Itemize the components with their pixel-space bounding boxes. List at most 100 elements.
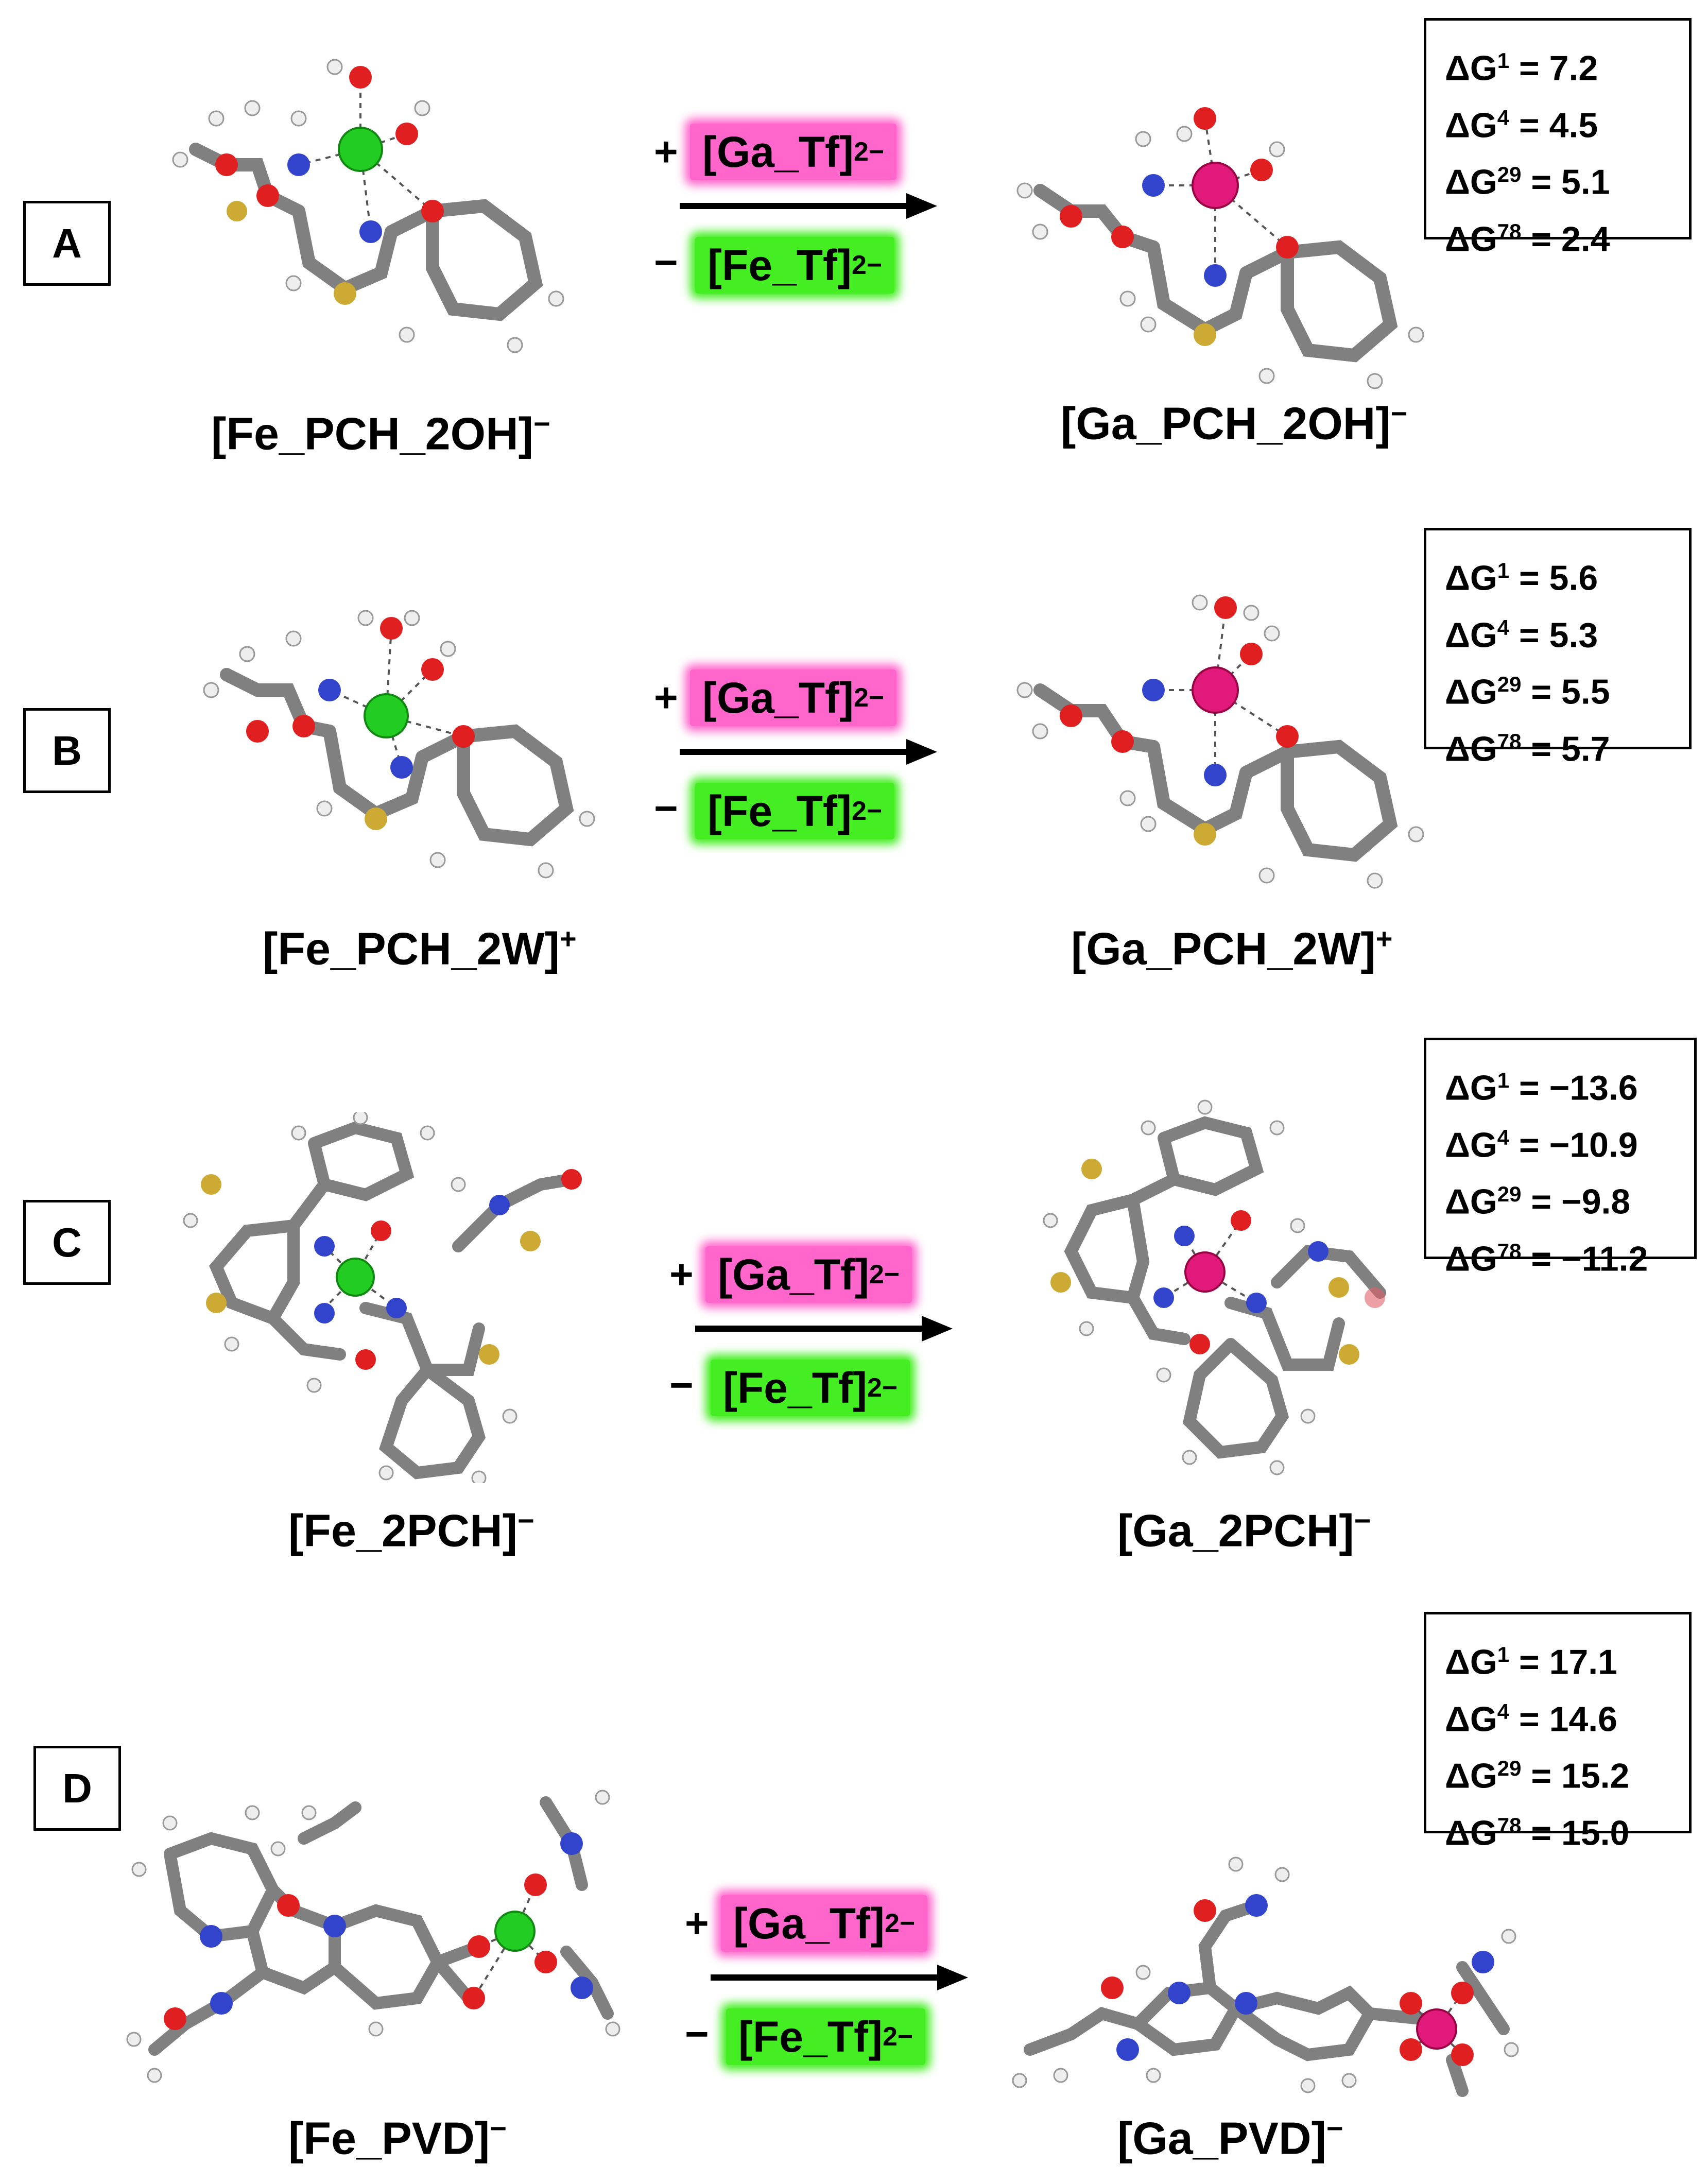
dg-symbol: ΔG — [1445, 1125, 1497, 1165]
right-arrow-icon — [695, 1316, 953, 1342]
charge: + — [559, 922, 577, 955]
ga-transferrin-box: [Ga_Tf]2− — [690, 669, 897, 726]
label-text: [Fe_2PCH] — [288, 1505, 517, 1556]
dg-sup: 78 — [1497, 729, 1522, 753]
label-text: [Fe_PVD] — [288, 2112, 490, 2164]
panel-a: A — [0, 0, 1708, 515]
energy-line-1: ΔG1 = 7.2 — [1445, 36, 1670, 93]
energy-line-4: ΔG78 = 15.0 — [1445, 1801, 1670, 1858]
ga-species: [Ga_Tf] — [702, 127, 854, 176]
ga-species: [Ga_Tf] — [718, 1250, 869, 1299]
fe-species: [Fe_Tf] — [708, 240, 852, 289]
dg-symbol: ΔG — [1445, 615, 1497, 655]
panel-letter: A — [23, 201, 111, 286]
ga-complex-structure — [1009, 1844, 1524, 2111]
ga-complex-structure — [1009, 566, 1452, 906]
ga-complex-label: [Ga_PCH_2OH]− — [1061, 397, 1407, 450]
fe-species: [Fe_Tf] — [708, 786, 852, 835]
energy-line-3: ΔG29 = 15.2 — [1445, 1744, 1670, 1801]
dg-value: = 5.3 — [1519, 615, 1598, 655]
panel-letter: B — [23, 708, 111, 793]
energy-line-1: ΔG1 = −13.6 — [1445, 1056, 1676, 1113]
dg-symbol: ΔG — [1445, 1239, 1497, 1279]
dg-sup: 29 — [1497, 162, 1522, 187]
dg-symbol: ΔG — [1445, 219, 1497, 259]
dg-value: = −9.8 — [1531, 1182, 1631, 1222]
charge: − — [533, 407, 550, 440]
fe-species: [Fe_Tf] — [738, 2012, 883, 2061]
fe-charge: 2− — [882, 2022, 913, 2052]
ga-transferrin-box: [Ga_Tf]2− — [721, 1895, 928, 1952]
charge: − — [517, 1504, 534, 1537]
ga-charge: 2− — [885, 1909, 916, 1938]
energy-line-3: ΔG29 = 5.5 — [1445, 660, 1670, 717]
dg-sup: 1 — [1497, 558, 1510, 582]
energy-line-2: ΔG4 = 5.3 — [1445, 603, 1670, 660]
dg-symbol: ΔG — [1445, 48, 1497, 88]
molecule-svg — [1016, 107, 1424, 389]
dg-symbol: ΔG — [1445, 558, 1497, 598]
fe-charge: 2− — [867, 1373, 898, 1403]
panel-letter: C — [23, 1200, 111, 1285]
reaction-arrow-group: + [Ga_Tf]2− − [Fe_Tf]2− — [654, 654, 973, 860]
ga-complex-structure — [1030, 1097, 1431, 1478]
energy-line-1: ΔG1 = 5.6 — [1445, 546, 1670, 603]
dg-symbol: ΔG — [1445, 672, 1497, 712]
plus-sign: + — [654, 129, 678, 175]
fe-transferrin-box: [Fe_Tf]2− — [726, 2008, 926, 2065]
fe-transferrin-box: [Fe_Tf]2− — [711, 1360, 910, 1416]
ga-charge: 2− — [854, 683, 885, 713]
dg-symbol: ΔG — [1445, 1642, 1497, 1682]
dg-symbol: ΔG — [1445, 1182, 1497, 1222]
dg-value: = 5.6 — [1519, 558, 1598, 598]
dg-value: = 14.6 — [1519, 1699, 1617, 1739]
dg-value: = 17.1 — [1519, 1642, 1617, 1682]
charge: + — [1375, 922, 1393, 955]
dg-sup: 1 — [1497, 1642, 1510, 1666]
reaction-arrow-group: + [Ga_Tf]2− − [Fe_Tf]2− — [654, 108, 973, 314]
dg-symbol: ΔG — [1445, 1813, 1497, 1853]
molecule-svg — [1043, 1099, 1386, 1475]
charge: − — [490, 2112, 507, 2144]
dg-value: = 5.7 — [1531, 729, 1610, 769]
molecule-svg — [183, 1112, 582, 1483]
panel-c: C — [0, 1030, 1708, 1596]
plus-sign: + — [685, 1900, 709, 1946]
right-arrow-icon — [680, 193, 937, 219]
molecule-svg — [203, 610, 595, 879]
charge: − — [1354, 1504, 1371, 1537]
dg-symbol: ΔG — [1445, 1756, 1497, 1796]
fe-transferrin-box: [Fe_Tf]2− — [695, 783, 895, 839]
fe-charge: 2− — [851, 250, 883, 280]
label-text: [Fe_PCH_2OH] — [211, 408, 533, 459]
dg-sup: 4 — [1497, 105, 1510, 130]
dg-sup: 4 — [1497, 1699, 1510, 1724]
fe-transferrin-box: [Fe_Tf]2− — [695, 237, 895, 294]
fe-complex-label: [Fe_PCH_2OH]− — [211, 407, 550, 460]
fe-complex-label: [Fe_PCH_2W]+ — [263, 922, 577, 975]
reaction-arrow-group: + [Ga_Tf]2− − [Fe_Tf]2− — [669, 1231, 989, 1437]
energy-line-3: ΔG29 = −9.8 — [1445, 1170, 1676, 1227]
dg-sup: 29 — [1497, 1756, 1522, 1781]
ga-charge: 2− — [854, 137, 885, 167]
right-arrow-icon — [711, 1965, 968, 1990]
free-energy-box: ΔG1 = −13.6 ΔG4 = −10.9 ΔG29 = −9.8 ΔG78… — [1424, 1038, 1697, 1279]
dg-symbol: ΔG — [1445, 729, 1497, 769]
minus-sign: − — [654, 785, 678, 831]
molecule-svg — [1016, 594, 1424, 889]
ga-complex-label: [Ga_2PCH]− — [1117, 1504, 1371, 1557]
energy-line-4: ΔG78 = 5.7 — [1445, 717, 1670, 774]
energy-line-4: ΔG78 = 2.4 — [1445, 207, 1670, 264]
panel-d: D — [0, 1596, 1708, 2183]
fe-complex-structure — [165, 46, 577, 381]
ga-complex-label: [Ga_PCH_2W]+ — [1071, 922, 1392, 975]
energy-line-2: ΔG4 = 4.5 — [1445, 93, 1670, 150]
free-energy-box: ΔG1 = 17.1 ΔG4 = 14.6 ΔG29 = 15.2 ΔG78 =… — [1424, 1612, 1692, 1853]
molecule-svg — [1012, 1857, 1519, 2097]
fe-complex-structure — [170, 1112, 613, 1483]
ga-species: [Ga_Tf] — [733, 1899, 885, 1948]
minus-sign: − — [685, 2011, 709, 2057]
minus-sign: − — [669, 1362, 694, 1408]
fe-charge: 2− — [851, 796, 883, 826]
dg-value: = 7.2 — [1519, 48, 1598, 88]
